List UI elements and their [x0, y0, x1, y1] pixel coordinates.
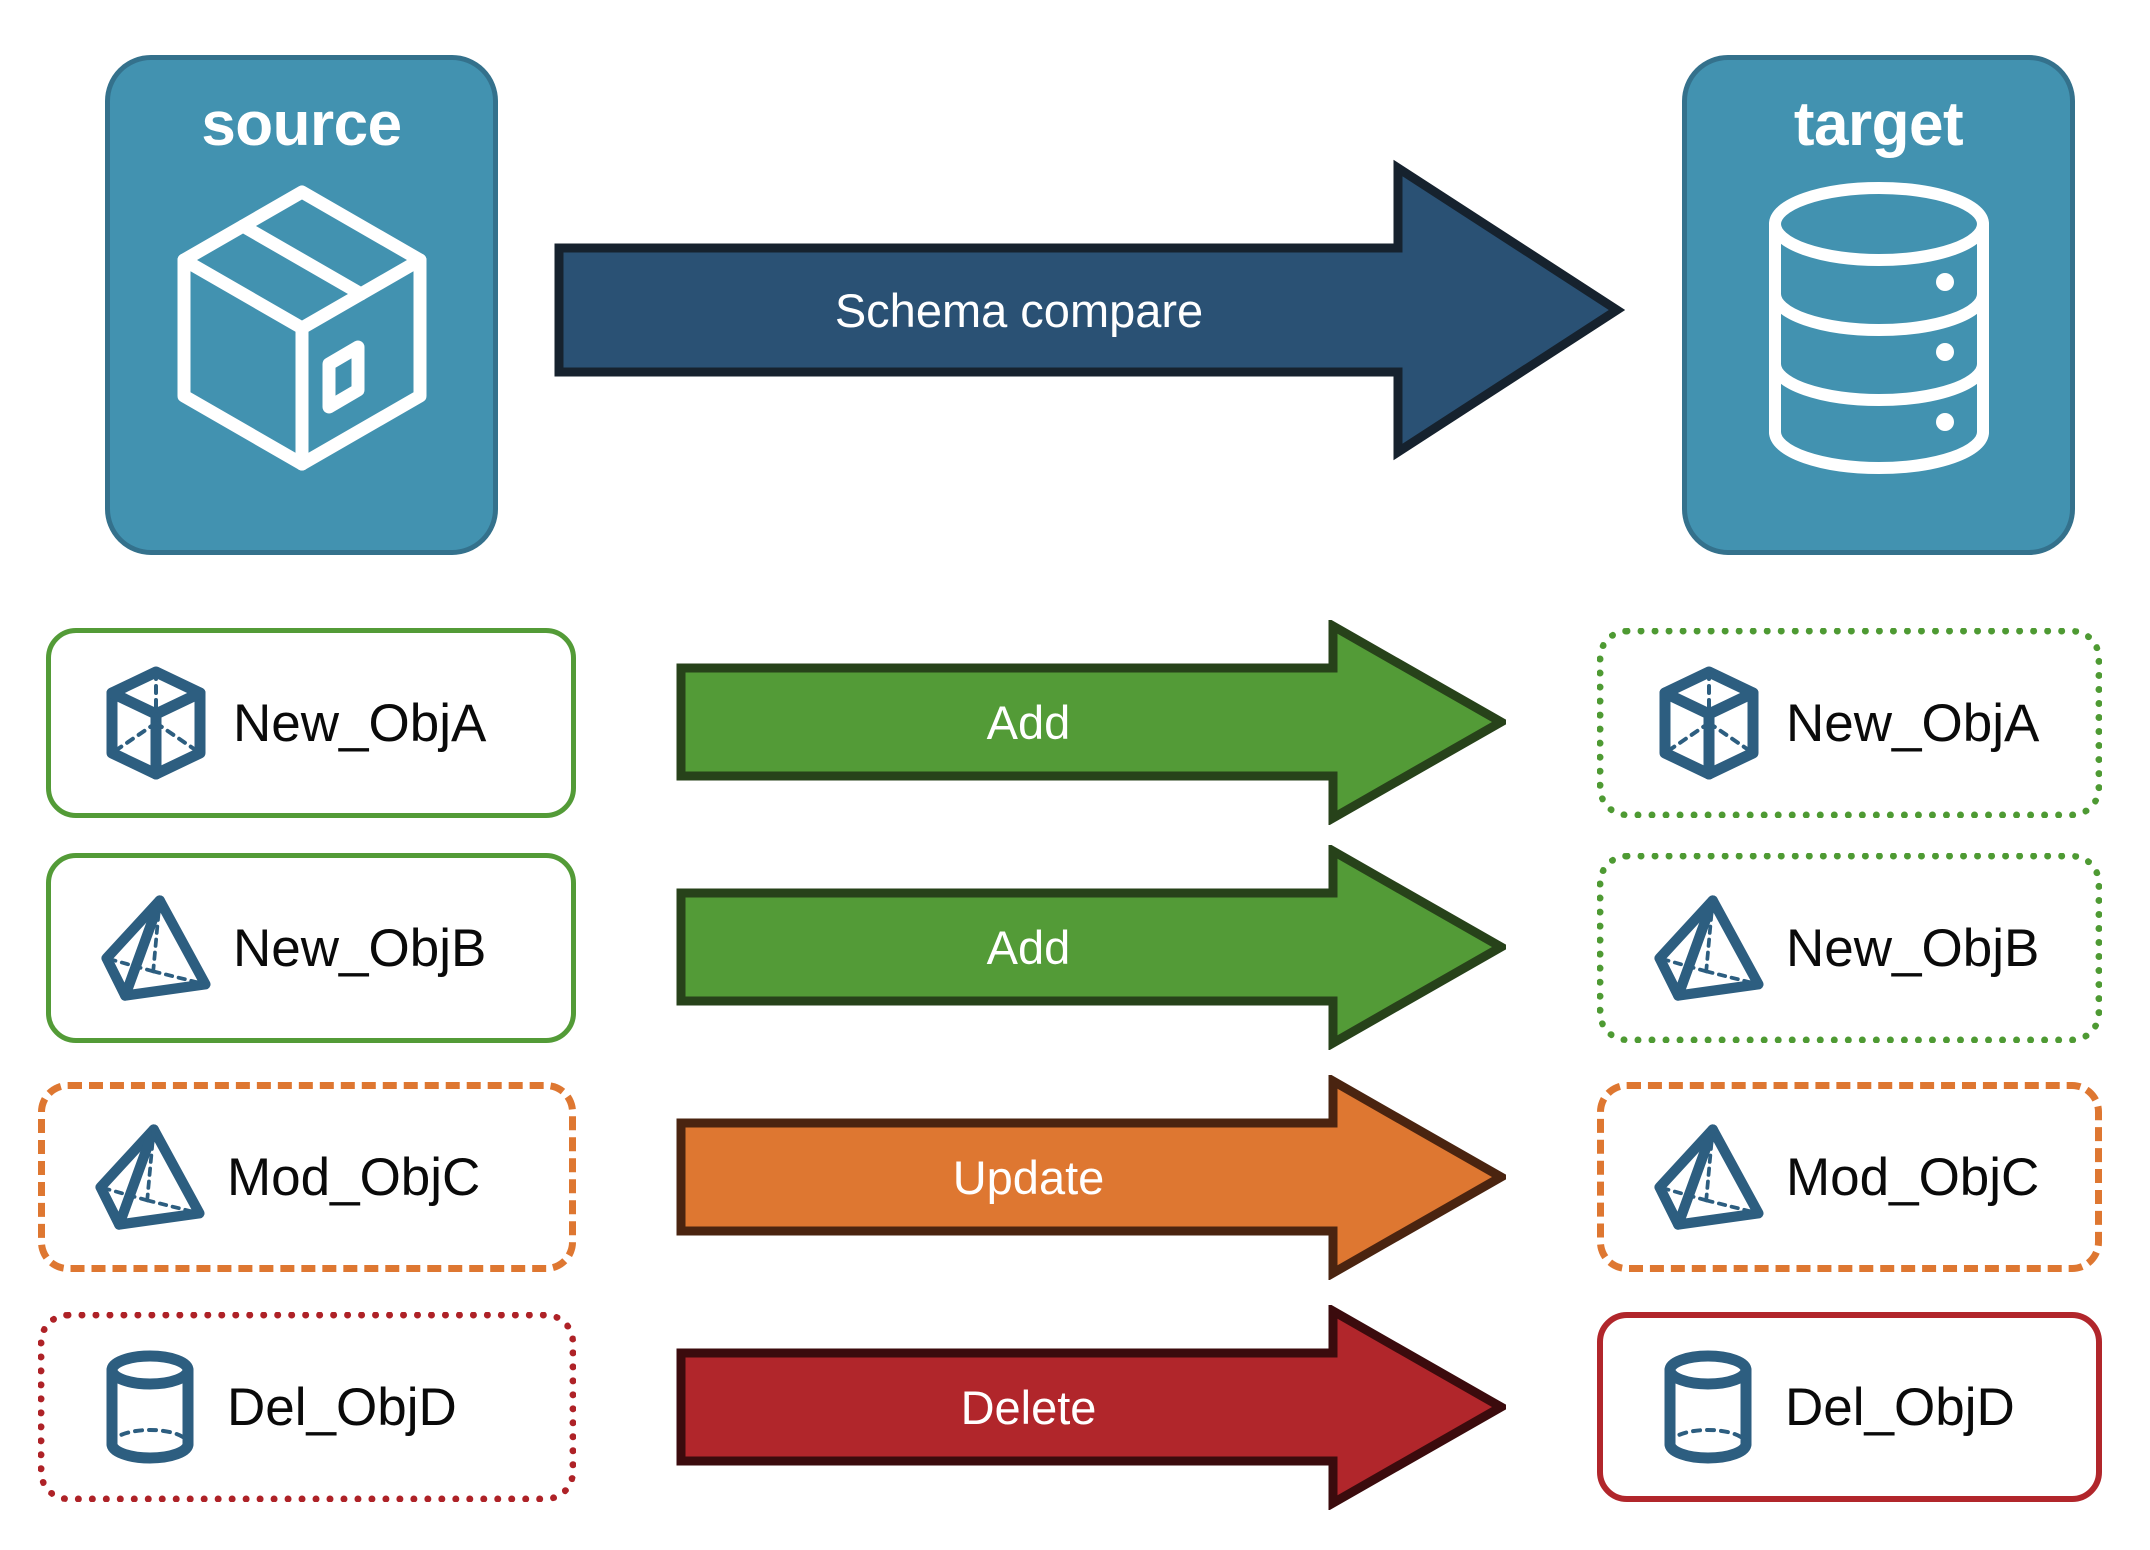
target-card-label-row-2: Mod_ObjC [1786, 1147, 2040, 1207]
source-card-row-0[interactable]: New_ObjA [46, 628, 576, 818]
target-card-label-row-1: New_ObjB [1786, 918, 2040, 978]
source-card-label-row-3: Del_ObjD [227, 1377, 457, 1437]
pyramid-wireframe-icon [1654, 1118, 1764, 1236]
pyramid-wireframe-icon [101, 889, 211, 1007]
pyramid-wireframe-icon [95, 1118, 205, 1236]
target-card-label-row-0: New_ObjA [1786, 693, 2040, 753]
package-box-icon [168, 178, 436, 483]
target-card-row-2[interactable]: Mod_ObjC [1597, 1082, 2102, 1272]
source-endpoint-box: source [105, 55, 498, 555]
schema-compare-arrow: Schema compare [553, 140, 1625, 480]
target-card-label-row-3: Del_ObjD [1785, 1377, 2015, 1437]
cylinder-wireframe-icon [1653, 1348, 1763, 1466]
target-card-row-0[interactable]: New_ObjA [1597, 628, 2102, 818]
source-card-row-3[interactable]: Del_ObjD [38, 1312, 576, 1502]
target-title: target [1793, 90, 1964, 159]
target-card-row-3[interactable]: Del_ObjD [1597, 1312, 2102, 1502]
action-label-row-0: Add [986, 696, 1071, 749]
schema-compare-label: Schema compare [834, 283, 1204, 337]
source-card-row-1[interactable]: New_ObjB [46, 853, 576, 1043]
source-card-row-2[interactable]: Mod_ObjC [38, 1082, 576, 1272]
action-label-row-2: Update [952, 1151, 1105, 1204]
cylinder-wireframe-icon [95, 1348, 205, 1466]
target-card-row-1[interactable]: New_ObjB [1597, 853, 2102, 1043]
source-title: source [201, 90, 402, 159]
action-arrow-row-0: Add [676, 620, 1506, 825]
action-arrow-row-1: Add [676, 845, 1506, 1050]
source-card-label-row-0: New_ObjA [233, 693, 487, 753]
pyramid-wireframe-icon [1654, 889, 1764, 1007]
action-arrow-row-3: Delete [676, 1305, 1506, 1510]
source-card-label-row-2: Mod_ObjC [227, 1147, 481, 1207]
cube-wireframe-icon [1654, 664, 1764, 782]
action-label-row-1: Add [986, 921, 1071, 974]
cube-wireframe-icon [101, 664, 211, 782]
source-card-label-row-1: New_ObjB [233, 918, 487, 978]
target-endpoint-box: target [1682, 55, 2075, 555]
action-label-row-3: Delete [960, 1381, 1097, 1434]
action-arrow-row-2: Update [676, 1075, 1506, 1280]
database-cylinder-icon [1759, 178, 1999, 483]
